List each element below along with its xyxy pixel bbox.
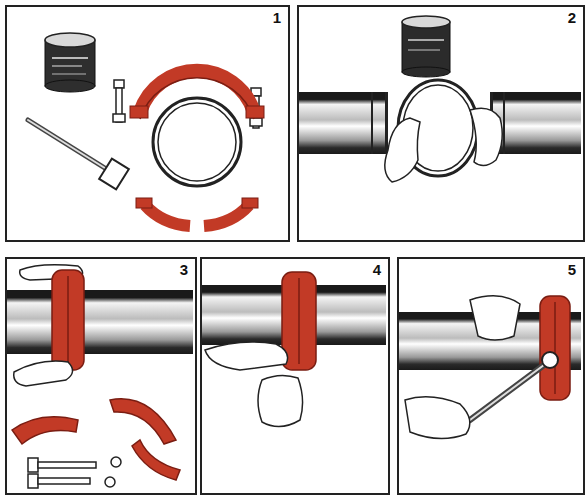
tighten-illustration-part <box>540 296 570 400</box>
housing-illustration-part <box>28 474 38 488</box>
gasket-illustration-part <box>470 108 502 165</box>
parts-illustration-part <box>113 114 125 122</box>
gasket-illustration-part <box>385 118 420 182</box>
bolt-illustration-part <box>205 342 288 370</box>
parts-illustration-part <box>130 106 148 118</box>
housing-illustration <box>7 265 193 488</box>
bolt-illustration-part <box>298 278 300 364</box>
gasket-illustration-part <box>408 49 440 51</box>
housing-illustration-part <box>7 290 193 354</box>
tighten-illustration-part <box>470 362 548 420</box>
housing-illustration-part <box>111 457 121 467</box>
step-number: 4 <box>202 259 388 279</box>
parts-illustration-part <box>153 98 241 186</box>
step-panel: 2 <box>297 5 585 242</box>
gasket-illustration-part <box>402 67 450 77</box>
bolt-illustration <box>202 272 386 427</box>
step-number: 1 <box>7 7 288 27</box>
parts-illustration-part <box>28 120 108 170</box>
housing-illustration-part <box>67 276 69 364</box>
parts-illustration-part <box>246 106 264 118</box>
parts-illustration-part <box>158 103 236 181</box>
step-panel: 3 <box>5 257 197 495</box>
parts-illustration <box>28 33 264 226</box>
housing-illustration-part <box>12 417 78 444</box>
tighten-illustration-part <box>542 352 558 368</box>
housing-illustration-part <box>110 399 176 444</box>
housing-illustration-part <box>52 270 84 370</box>
step-panel: 1 <box>5 5 290 242</box>
parts-illustration-part <box>52 65 82 67</box>
parts-illustration-part <box>45 80 95 92</box>
gasket-illustration-part <box>503 92 505 154</box>
step-number: 3 <box>7 259 195 279</box>
parts-illustration-part <box>140 71 254 112</box>
housing-illustration-part <box>28 458 38 472</box>
parts-illustration-part <box>242 198 258 208</box>
housing-illustration-part <box>132 440 180 480</box>
housing-illustration-part <box>38 462 96 468</box>
step-panel: 5 <box>397 257 585 495</box>
step-number: 5 <box>399 259 583 279</box>
gasket-illustration-part <box>402 22 450 72</box>
parts-illustration-part <box>250 118 262 126</box>
gasket-illustration-part <box>408 39 444 41</box>
parts-illustration-part <box>114 80 124 88</box>
step-number: 2 <box>299 7 583 27</box>
tighten-illustration-part <box>470 362 548 420</box>
housing-illustration-part <box>14 361 73 386</box>
parts-illustration-part <box>52 73 86 75</box>
gasket-illustration-part <box>492 92 581 154</box>
tighten-illustration-part <box>554 302 556 394</box>
gasket-illustration-part <box>385 92 388 154</box>
gasket-illustration-part <box>299 92 385 154</box>
tighten-illustration-part <box>405 397 470 439</box>
housing-illustration-part <box>38 478 90 484</box>
tighten-illustration-part <box>470 296 520 340</box>
step-panel: 4 <box>200 257 390 495</box>
gasket-illustration-part <box>402 16 450 28</box>
parts-illustration-part <box>45 33 95 47</box>
gasket-illustration-part <box>371 92 373 154</box>
parts-illustration-part <box>99 159 129 190</box>
parts-illustration-part <box>28 120 108 170</box>
tighten-illustration <box>399 296 581 439</box>
parts-illustration-part <box>52 57 88 59</box>
parts-illustration-part <box>136 198 152 208</box>
bolt-illustration-part <box>258 375 303 426</box>
housing-illustration-part <box>105 477 115 487</box>
gasket-illustration <box>299 16 581 182</box>
